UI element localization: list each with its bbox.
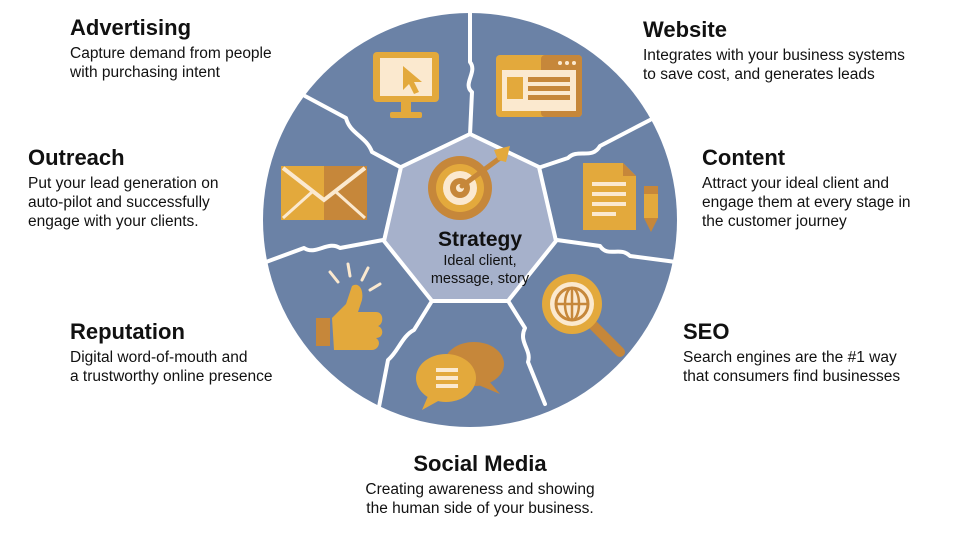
center-line-2: message, story bbox=[430, 271, 530, 288]
separator-outreach-advertising bbox=[303, 94, 404, 170]
content-title: Content bbox=[702, 145, 786, 170]
outreach-title: Outreach bbox=[28, 145, 125, 170]
website-line-1: Integrates with your business systems bbox=[643, 46, 905, 64]
target-icon bbox=[428, 146, 510, 220]
reputation-title: Reputation bbox=[70, 319, 185, 344]
website-title: Website bbox=[643, 17, 727, 42]
advertising-line-2: with purchasing intent bbox=[70, 63, 220, 81]
label-reputation: Reputation Digital word-of-mouth and a t… bbox=[70, 318, 272, 386]
social-line-1: Creating awareness and showing bbox=[365, 480, 595, 498]
separator-website-content bbox=[536, 118, 652, 170]
separator-reputation-outreach bbox=[264, 238, 385, 264]
social-line-2: the human side of your business. bbox=[366, 499, 594, 517]
seo-title: SEO bbox=[683, 319, 730, 344]
advertising-title: Advertising bbox=[70, 15, 192, 40]
center-title: Strategy bbox=[437, 228, 523, 251]
website-line-2: to save cost, and generates leads bbox=[643, 65, 875, 83]
outreach-line-1: Put your lead generation on bbox=[28, 174, 219, 192]
seo-line-2: that consumers find businesses bbox=[683, 367, 901, 385]
label-website: Website Integrates with your business sy… bbox=[643, 16, 905, 84]
separator-seo-social bbox=[503, 294, 547, 406]
label-content: Content Attract your ideal client and en… bbox=[702, 144, 911, 232]
content-line-2: engage them at every stage in bbox=[702, 193, 911, 211]
outreach-line-2: auto-pilot and successfully bbox=[28, 193, 210, 211]
separator-social-reputation bbox=[376, 294, 437, 414]
reputation-line-2: a trustworthy online presence bbox=[70, 367, 273, 385]
separator-content-seo bbox=[555, 238, 678, 264]
globe-magnifier-icon bbox=[542, 274, 625, 357]
monitor-cursor-icon bbox=[373, 52, 439, 118]
social-title: Social Media bbox=[413, 451, 547, 476]
document-pencil-icon bbox=[583, 163, 658, 232]
label-seo: SEO Search engines are the #1 way that c… bbox=[683, 318, 900, 386]
seo-line-1: Search engines are the #1 way bbox=[683, 348, 897, 366]
chat-bubbles-icon bbox=[416, 342, 504, 410]
center-strategy: Strategy Ideal client, message, story bbox=[390, 228, 570, 288]
segment-separators bbox=[264, 8, 678, 414]
envelope-icon bbox=[281, 166, 367, 220]
separator-advertising-website bbox=[466, 8, 475, 137]
advertising-line-1: Capture demand from people bbox=[70, 44, 272, 62]
label-social-media: Social Media Creating awareness and show… bbox=[330, 450, 630, 518]
content-line-1: Attract your ideal client and bbox=[702, 174, 889, 192]
reputation-line-1: Digital word-of-mouth and bbox=[70, 348, 248, 366]
label-outreach: Outreach Put your lead generation on aut… bbox=[28, 144, 218, 232]
browser-window-icon bbox=[496, 55, 582, 117]
content-line-3: the customer journey bbox=[702, 213, 847, 231]
label-advertising: Advertising Capture demand from people w… bbox=[70, 14, 272, 82]
center-line-1: Ideal client, bbox=[443, 253, 517, 269]
thumbs-up-icon bbox=[316, 262, 383, 350]
outreach-line-3: engage with your clients. bbox=[28, 213, 199, 231]
